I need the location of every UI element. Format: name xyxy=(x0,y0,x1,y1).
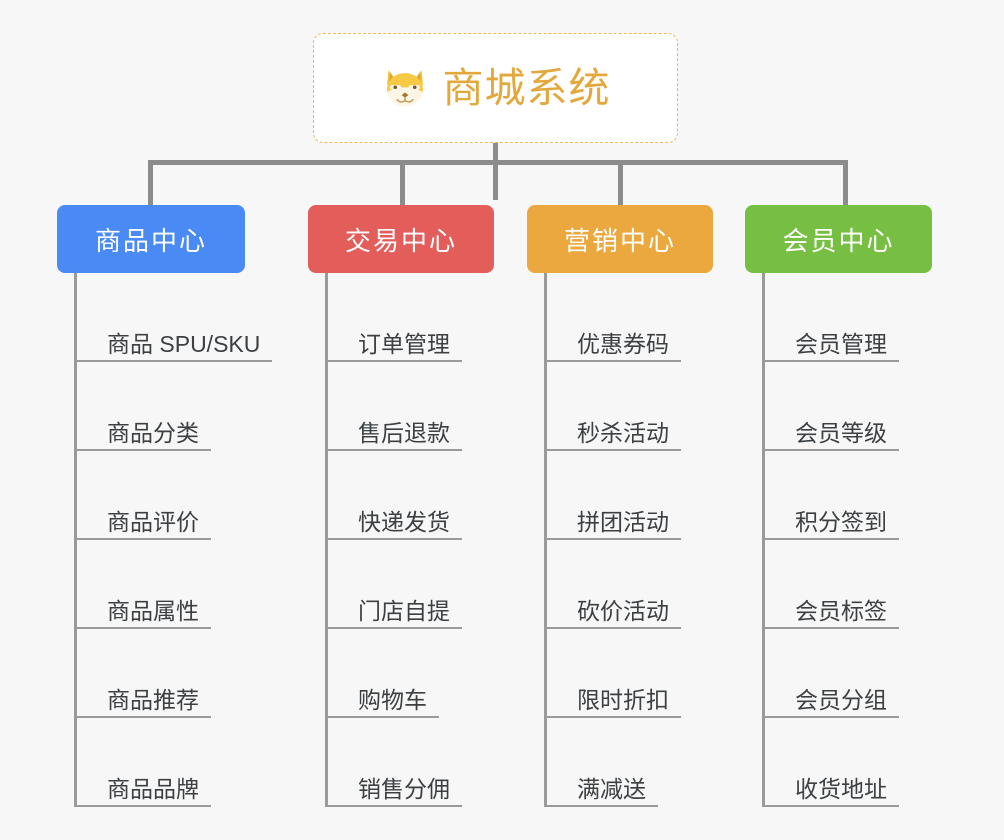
connector-drop-1 xyxy=(148,160,153,208)
branch-3: 营销中心优惠券码秒杀活动拼团活动砍价活动限时折扣满减送 xyxy=(527,205,713,807)
list-item-label: 商品推荐 xyxy=(107,687,199,713)
root-title: 商城系统 xyxy=(442,64,611,111)
list-item-label: 会员等级 xyxy=(795,420,887,446)
list-item-underline xyxy=(328,805,462,807)
list-item[interactable]: 砍价活动 xyxy=(547,540,713,629)
branch-item-list: 优惠券码秒杀活动拼团活动砍价活动限时折扣满减送 xyxy=(544,273,713,807)
list-item-underline xyxy=(547,805,658,807)
list-item-label: 限时折扣 xyxy=(577,687,669,713)
list-item-underline xyxy=(328,627,462,629)
list-item-underline xyxy=(328,360,462,362)
list-item-label: 快递发货 xyxy=(358,509,450,535)
branch-header[interactable]: 营销中心 xyxy=(527,205,713,273)
list-item-underline xyxy=(547,360,681,362)
branch-1: 商品中心商品 SPU/SKU 商品分类商品评价商品属性商品推荐商品品牌 xyxy=(57,205,272,807)
list-item-underline xyxy=(765,716,899,718)
list-item-label: 商品分类 xyxy=(107,420,199,446)
list-item-label: 销售分佣 xyxy=(358,776,450,802)
list-item-label: 门店自提 xyxy=(358,598,450,624)
list-item-label: 会员分组 xyxy=(795,687,887,713)
branch-item-list: 商品 SPU/SKU 商品分类商品评价商品属性商品推荐商品品牌 xyxy=(74,273,272,807)
list-item[interactable]: 收货地址 xyxy=(765,718,932,807)
connector-drop-4 xyxy=(843,160,848,208)
list-item[interactable]: 秒杀活动 xyxy=(547,362,713,451)
list-item[interactable]: 会员等级 xyxy=(765,362,932,451)
list-item-label: 售后退款 xyxy=(358,420,450,446)
list-item-underline xyxy=(77,449,211,451)
list-item-label: 会员标签 xyxy=(795,598,887,624)
root-node[interactable]: 商城系统 xyxy=(313,33,678,143)
list-item-underline xyxy=(77,805,211,807)
list-item[interactable]: 购物车 xyxy=(328,629,494,718)
list-item-underline xyxy=(547,716,681,718)
list-item-label: 优惠券码 xyxy=(577,331,669,357)
list-item[interactable]: 售后退款 xyxy=(328,362,494,451)
list-item-label: 砍价活动 xyxy=(577,598,669,624)
list-item-underline xyxy=(547,627,681,629)
list-item-label: 满减送 xyxy=(577,776,646,802)
list-item[interactable]: 满减送 xyxy=(547,718,713,807)
list-item[interactable]: 拼团活动 xyxy=(547,451,713,540)
list-item-underline xyxy=(77,538,211,540)
branch-header[interactable]: 交易中心 xyxy=(308,205,494,273)
list-item-underline xyxy=(77,716,211,718)
list-item-label: 拼团活动 xyxy=(577,509,669,535)
list-item-underline xyxy=(328,716,439,718)
list-item-label: 商品属性 xyxy=(107,598,199,624)
list-item-underline xyxy=(77,627,211,629)
list-item[interactable]: 优惠券码 xyxy=(547,273,713,362)
branch-header[interactable]: 会员中心 xyxy=(745,205,932,273)
connector-root-stem xyxy=(493,143,498,200)
list-item[interactable]: 限时折扣 xyxy=(547,629,713,718)
list-item-underline xyxy=(765,360,899,362)
list-item[interactable]: 会员标签 xyxy=(765,540,932,629)
list-item[interactable]: 商品推荐 xyxy=(77,629,245,718)
list-item-underline xyxy=(328,449,462,451)
shiba-dog-face-icon xyxy=(386,70,423,106)
list-item[interactable]: 快递发货 xyxy=(328,451,494,540)
list-item[interactable]: 积分签到 xyxy=(765,451,932,540)
list-item-underline xyxy=(77,360,272,362)
list-item[interactable]: 商品 SPU/SKU xyxy=(77,273,272,362)
branch-header[interactable]: 商品中心 xyxy=(57,205,245,273)
list-item[interactable]: 订单管理 xyxy=(328,273,494,362)
connector-horizontal-bus xyxy=(148,160,848,165)
list-item[interactable]: 销售分佣 xyxy=(328,718,494,807)
list-item-underline xyxy=(547,449,681,451)
list-item-label: 购物车 xyxy=(358,687,427,713)
list-item-underline xyxy=(765,627,899,629)
list-item-label: 秒杀活动 xyxy=(577,420,669,446)
list-item-underline xyxy=(765,805,899,807)
list-item-label: 商品评价 xyxy=(107,509,199,535)
list-item[interactable]: 商品品牌 xyxy=(77,718,245,807)
connector-drop-3 xyxy=(618,160,623,208)
list-item[interactable]: 会员分组 xyxy=(765,629,932,718)
branch-item-list: 会员管理会员等级积分签到会员标签会员分组收货地址 xyxy=(762,273,932,807)
list-item-label: 收货地址 xyxy=(795,776,887,802)
list-item-underline xyxy=(547,538,681,540)
list-item[interactable]: 商品分类 xyxy=(77,362,245,451)
list-item-label: 订单管理 xyxy=(358,331,450,357)
connector-drop-2 xyxy=(400,160,405,208)
list-item-underline xyxy=(328,538,462,540)
branch-4: 会员中心会员管理会员等级积分签到会员标签会员分组收货地址 xyxy=(745,205,932,807)
list-item-label: 商品 SPU/SKU xyxy=(107,331,261,357)
list-item[interactable]: 门店自提 xyxy=(328,540,494,629)
list-item-underline xyxy=(765,538,899,540)
list-item-label: 商品品牌 xyxy=(107,776,199,802)
list-item-label: 积分签到 xyxy=(795,509,887,535)
list-item-label: 会员管理 xyxy=(795,331,887,357)
branch-2: 交易中心订单管理售后退款快递发货门店自提购物车销售分佣 xyxy=(308,205,494,807)
branch-item-list: 订单管理售后退款快递发货门店自提购物车销售分佣 xyxy=(325,273,494,807)
list-item[interactable]: 会员管理 xyxy=(765,273,932,362)
list-item-underline xyxy=(765,449,899,451)
list-item[interactable]: 商品属性 xyxy=(77,540,245,629)
list-item[interactable]: 商品评价 xyxy=(77,451,245,540)
